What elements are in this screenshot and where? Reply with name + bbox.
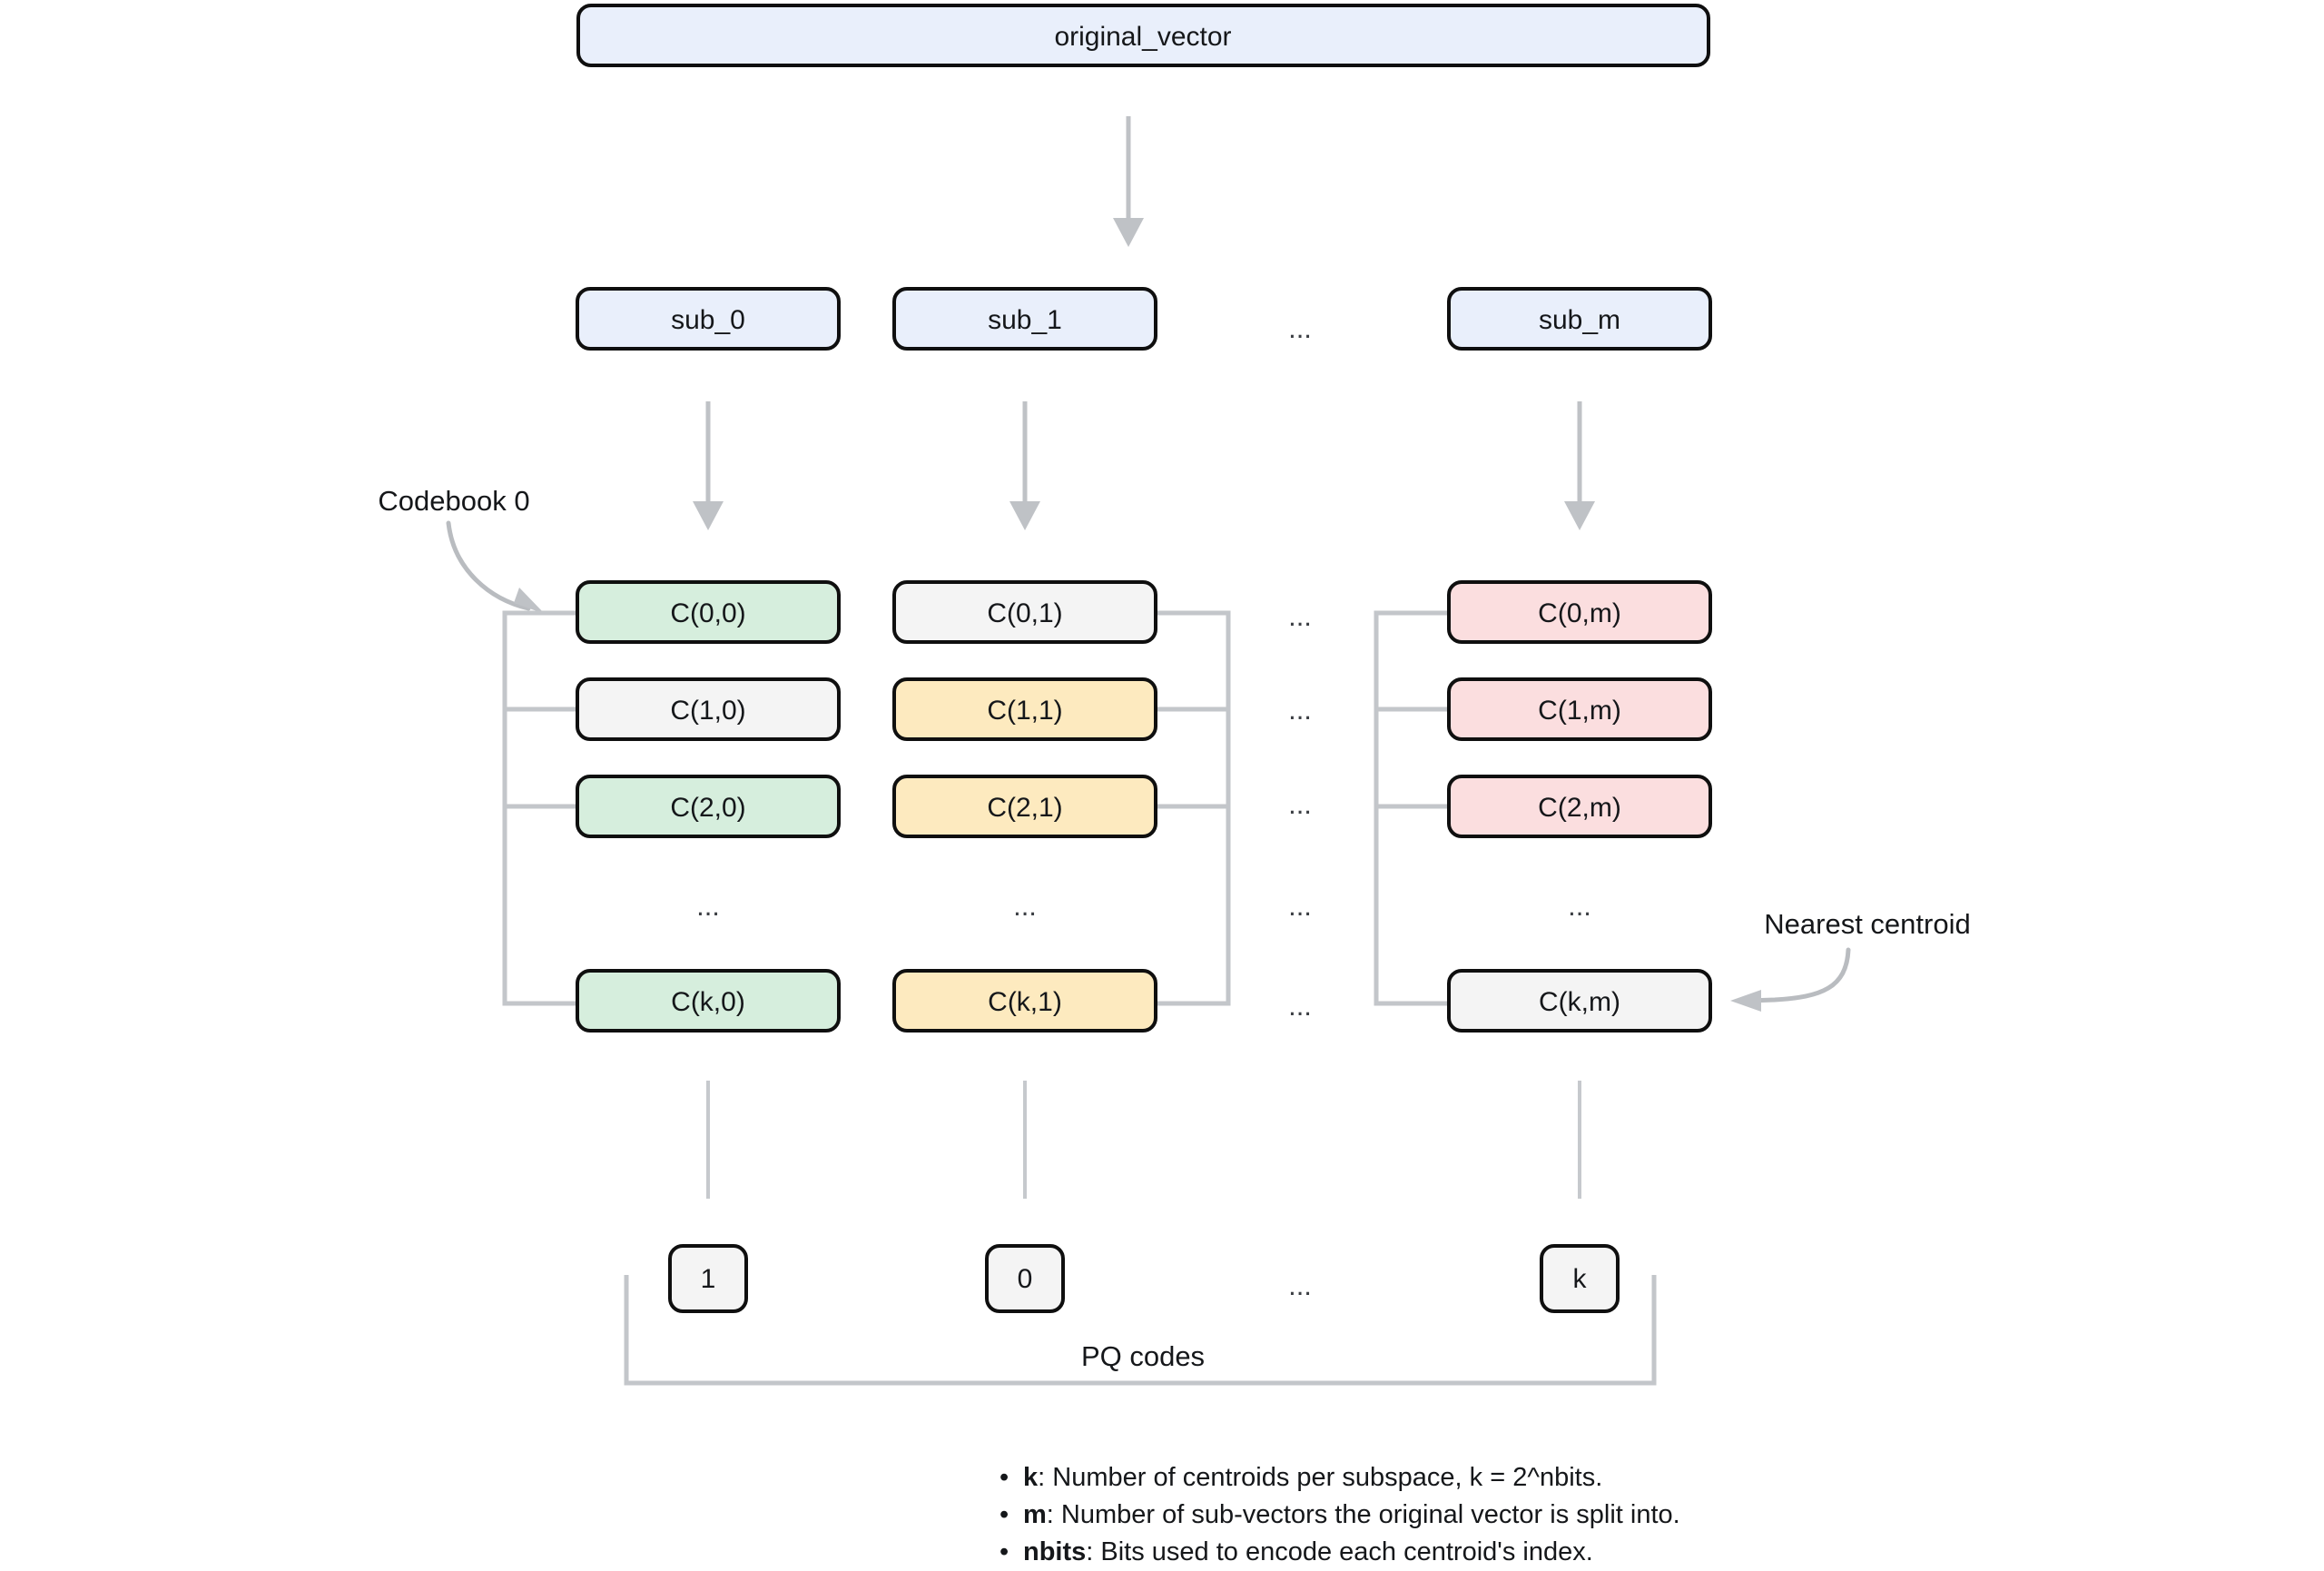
cell-c10-rect (576, 677, 841, 741)
node-sub-m[interactable]: sub_m (1447, 287, 1712, 351)
legend-item-nbits: • nbits: Bits used to encode each centroi… (994, 1534, 1811, 1571)
cell-c21[interactable]: C(2,1) (892, 775, 1157, 838)
cell-c-dots-1: ... (1013, 890, 1037, 922)
codebook-gap-ellipsis-4: ... (1288, 990, 1312, 1022)
legend-item-k: • k: Number of centroids per subspace, k … (994, 1459, 1811, 1497)
cell-c20[interactable]: C(2,0) (576, 775, 841, 838)
node-sub-1[interactable]: sub_1 (892, 287, 1157, 351)
pq-code-ellipsis: ... (1288, 1270, 1312, 1301)
legend-term-k: k (1023, 1463, 1039, 1492)
cell-c10[interactable]: C(1,0) (576, 677, 841, 741)
cell-c00[interactable]: C(0,0) (576, 580, 841, 644)
cell-c11-label: C(1,1) (987, 696, 1062, 726)
original-vector-rect (576, 4, 1710, 67)
legend-term-m: m (1023, 1500, 1047, 1529)
cell-ck1-label: C(k,1) (988, 987, 1062, 1017)
cell-ck0-label: C(k,0) (671, 987, 745, 1017)
legend-bullet-icon: • (1000, 1463, 1009, 1492)
annotation-codebook-0: Codebook 0 (378, 485, 545, 614)
sub-0-rect (576, 287, 841, 351)
cell-c-dots-0: ... (696, 890, 720, 922)
cell-ck0[interactable]: C(k,0) (576, 969, 841, 1033)
cell-c20-rect (576, 775, 841, 838)
cell-c00-label: C(0,0) (670, 598, 745, 628)
pq-codes-bracket-label: PQ codes (1081, 1340, 1205, 1372)
cell-ckm[interactable]: C(k,m) (1447, 969, 1712, 1033)
node-original-vector[interactable]: original_vector (576, 4, 1710, 67)
pq-code-box-m-label: k (1573, 1264, 1588, 1294)
sub-m-label: sub_m (1539, 305, 1620, 335)
cell-c0m[interactable]: C(0,m) (1447, 580, 1712, 644)
arrow-sub-1-to-codebook-1 (1009, 401, 1040, 530)
cell-c11[interactable]: C(1,1) (892, 677, 1157, 741)
brace-codebook-1 (1156, 610, 1231, 1006)
cell-ck0-rect (576, 969, 841, 1033)
pq-code-box-1-rect (985, 1244, 1065, 1313)
cell-c01[interactable]: C(0,1) (892, 580, 1157, 644)
sub-m-rect (1447, 287, 1712, 351)
pq-code-box-m-rect (1540, 1244, 1620, 1313)
cell-c00-rect (576, 580, 841, 644)
cell-c-dots-m: ... (1568, 890, 1591, 922)
node-sub-0[interactable]: sub_0 (576, 287, 841, 351)
sub-1-rect (892, 287, 1157, 351)
cell-c2m-label: C(2,m) (1538, 793, 1621, 823)
legend-text-k: : Number of centroids per subspace, k = … (1038, 1463, 1603, 1492)
cell-c1m-rect (1447, 677, 1712, 741)
pq-code-box-m[interactable]: k (1540, 1244, 1620, 1313)
cell-c21-label: C(2,1) (987, 793, 1062, 823)
brace-codebook-0 (502, 610, 577, 1006)
cell-c0m-label: C(0,m) (1538, 598, 1621, 628)
codebook-gap-ellipsis-0: ... (1288, 600, 1312, 632)
cell-ckm-label: C(k,m) (1539, 987, 1620, 1017)
cell-c21-rect (892, 775, 1157, 838)
cell-c0m-rect (1447, 580, 1712, 644)
cell-ck1[interactable]: C(k,1) (892, 969, 1157, 1033)
arrow-vector-to-subvectors (1113, 116, 1144, 247)
nearest-centroid-callout-label: Nearest centroid (1764, 908, 1970, 940)
pq-code-box-0-label: 1 (701, 1264, 716, 1294)
codebook-0-callout-label: Codebook 0 (378, 485, 529, 517)
arrow-sub-0-to-codebook-0 (693, 401, 724, 530)
original-vector-label: original_vector (1054, 22, 1231, 52)
cell-c20-label: C(2,0) (670, 793, 745, 823)
brace-codebook-m (1374, 610, 1449, 1006)
codebook-gap-ellipsis-1: ... (1288, 694, 1312, 726)
cell-c01-rect (892, 580, 1157, 644)
subvector-ellipsis: ... (1288, 312, 1312, 344)
legend-bullet-icon: • (1000, 1500, 1009, 1529)
sub-1-label: sub_1 (988, 305, 1062, 335)
codebook-gap-ellipsis-2: ... (1288, 788, 1312, 820)
cell-c11-rect (892, 677, 1157, 741)
annotation-nearest-centroid: Nearest centroid (1730, 908, 1971, 1012)
cell-ckm-rect (1447, 969, 1712, 1033)
codebook-gap-ellipsis-3: ... (1288, 890, 1312, 922)
legend-text-nbits: : Bits used to encode each centroid's in… (1086, 1537, 1593, 1566)
pq-code-box-0[interactable]: 1 (668, 1244, 748, 1313)
cell-c2m-rect (1447, 775, 1712, 838)
legend-term-nbits: nbits (1023, 1537, 1087, 1566)
cell-ck1-rect (892, 969, 1157, 1033)
pq-code-box-1[interactable]: 0 (985, 1244, 1065, 1313)
legend-text-m: : Number of sub-vectors the original vec… (1046, 1500, 1680, 1529)
cell-c1m[interactable]: C(1,m) (1447, 677, 1712, 741)
sub-0-label: sub_0 (671, 305, 745, 335)
cell-c1m-label: C(1,m) (1538, 696, 1621, 726)
cell-c10-label: C(1,0) (670, 696, 745, 726)
pq-code-box-0-rect (668, 1244, 748, 1313)
cell-c01-label: C(0,1) (987, 598, 1062, 628)
legend-item-m: • m: Number of sub-vectors the original v… (994, 1497, 1811, 1534)
legend-bullet-icon: • (1000, 1537, 1009, 1566)
pq-codes-bracket: PQ codes (624, 1275, 1657, 1386)
pq-code-box-1-label: 0 (1018, 1264, 1033, 1294)
cell-c2m[interactable]: C(2,m) (1447, 775, 1712, 838)
arrow-sub-m-to-codebook-m (1564, 401, 1595, 530)
